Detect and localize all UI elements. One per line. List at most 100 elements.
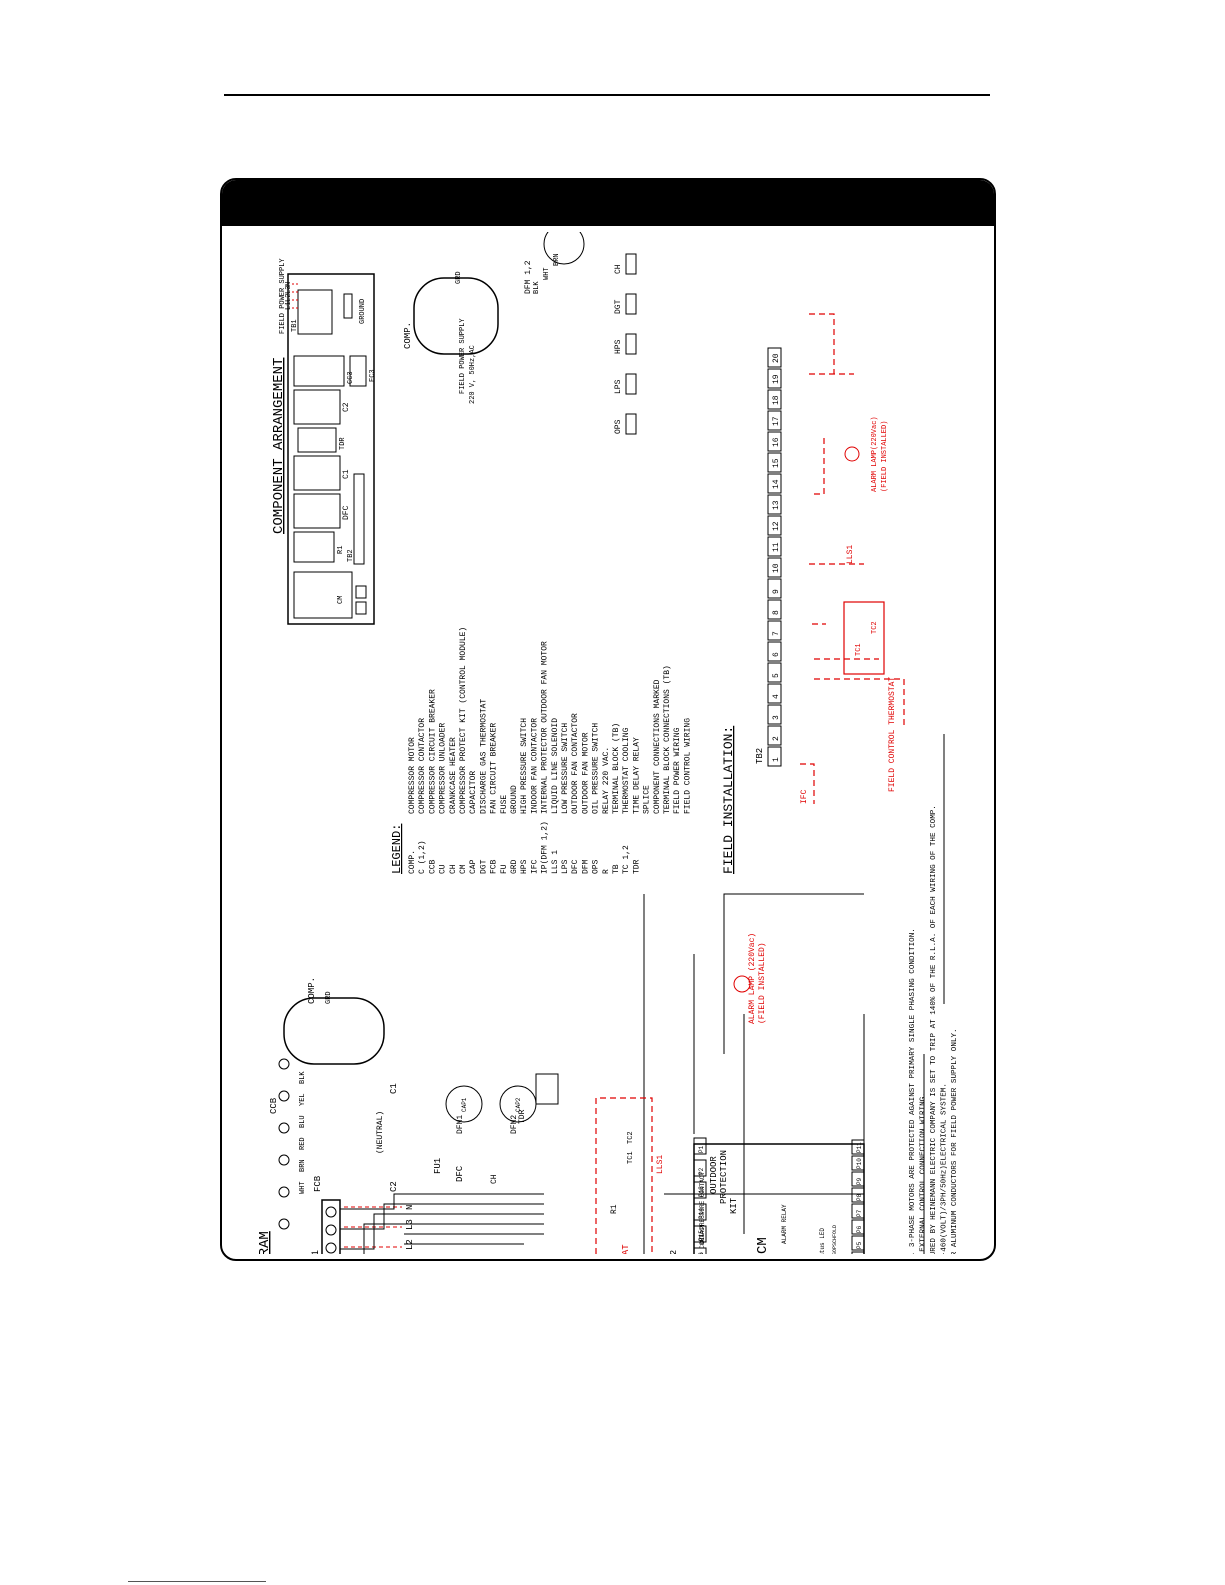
legend-desc: OUTDOOR FAN CONTACTOR bbox=[571, 713, 580, 814]
legend-code: FU bbox=[500, 864, 509, 874]
fi-terminal-num: 5 bbox=[772, 673, 781, 678]
sch-wire-color: WHT bbox=[299, 1181, 307, 1194]
sch-cm-led-item: CHF bbox=[832, 1234, 838, 1243]
sch-thermostat-label: FIELD CONTROL THERMOSTAT bbox=[621, 1244, 631, 1254]
fi-terminal bbox=[767, 599, 782, 620]
ca-c1-label: C1 bbox=[342, 469, 351, 479]
ca-symbol-label: CH bbox=[614, 264, 623, 274]
sch-dfm1-label: DFM1 bbox=[456, 1115, 465, 1134]
ca-field-power-supply: FIELD POWER SUPPLY bbox=[279, 258, 287, 334]
ca-cm-label: CM bbox=[337, 596, 345, 604]
sch-tc2-label: TC2 bbox=[627, 1131, 635, 1144]
fi-terminal bbox=[767, 557, 782, 578]
fi-terminal bbox=[767, 578, 782, 599]
fi-terminal bbox=[767, 494, 782, 515]
sch-supply-term: N bbox=[405, 1205, 415, 1210]
fi-terminal bbox=[767, 389, 782, 410]
legend-code: LLS 1 bbox=[551, 850, 560, 874]
ca-tb2-strip bbox=[353, 473, 365, 565]
legend-desc: INTERNAL PROTECTOR OUTDOOR FAN MOTOR bbox=[541, 641, 550, 814]
field-installation: FIELD INSTALLATION: TB2 1234567891011121… bbox=[721, 313, 905, 874]
legend-code: CH bbox=[449, 864, 458, 874]
note-item: 5. USE COPPER, COPPER - CLAD ALUMINUM OR… bbox=[951, 1028, 959, 1254]
fi-terminal-num: 11 bbox=[772, 542, 781, 552]
legend-desc: HIGH PRESSURE SWITCH bbox=[520, 718, 529, 814]
fi-terminal-num: 7 bbox=[772, 631, 781, 636]
fi-terminal-num: 16 bbox=[772, 437, 781, 447]
sch-cm-pin bbox=[851, 1155, 865, 1171]
fi-alarm-label: ALARM LAMP(220Vac) bbox=[871, 416, 879, 492]
ca-dfm bbox=[543, 232, 585, 265]
legend-code: HPS bbox=[520, 859, 529, 874]
sch-supply-term: L3 bbox=[405, 1219, 415, 1230]
fi-tc2-label: TC2 bbox=[871, 621, 879, 634]
legend-code: DGT bbox=[479, 859, 488, 874]
legend-desc: COMPRESSOR UNLOADER bbox=[439, 723, 448, 814]
sch-cm-line2: PROTECTION bbox=[719, 1150, 729, 1204]
ca-supply-term: N bbox=[285, 282, 293, 286]
sch-cm-pin-label: P1 bbox=[698, 1145, 705, 1153]
ca-cc3-label: CC3 bbox=[347, 371, 355, 384]
fi-terminal bbox=[767, 431, 782, 452]
sch-tb1-screw bbox=[325, 1242, 337, 1254]
fi-terminal-num: 20 bbox=[772, 353, 781, 363]
legend-code: GRD bbox=[510, 859, 519, 874]
fi-terminal bbox=[767, 452, 782, 473]
sch-cm-pin bbox=[851, 1235, 865, 1251]
fi-terminal bbox=[767, 683, 782, 704]
sch-tc1-label: TC1 bbox=[627, 1151, 635, 1164]
sch-cm-pin-label: P6 bbox=[856, 1225, 863, 1233]
sch-alarm-lamp bbox=[733, 975, 751, 993]
sch-cm-pin bbox=[851, 1139, 865, 1155]
legend-desc: FIELD POWER WIRING bbox=[673, 727, 682, 814]
ca-supply-term: L2 bbox=[285, 294, 293, 302]
legend-code: CCB bbox=[428, 859, 437, 874]
legend-code: OPS bbox=[592, 859, 601, 874]
legend-desc: THERMOSTAT COOLING bbox=[622, 727, 631, 814]
legend-desc: COMPRESSOR CONTACTOR bbox=[418, 718, 427, 814]
fi-terminal bbox=[767, 536, 782, 557]
ca-comp-label: COMP. bbox=[403, 322, 413, 349]
ca-panel bbox=[287, 273, 375, 625]
legend-desc: FAN CIRCUIT BREAKER bbox=[490, 723, 499, 814]
sch-comp-label: COMP. bbox=[307, 977, 317, 1004]
sch-dfc-label: DFC bbox=[455, 1165, 465, 1182]
ca-tb1 bbox=[297, 289, 333, 335]
legend-desc: DISCHARGE GAS THERMOSTAT bbox=[479, 699, 488, 814]
fi-terminal bbox=[767, 347, 782, 368]
ca-symbol-label: OPS bbox=[614, 419, 623, 434]
ca-fu bbox=[355, 601, 367, 615]
note-item: 3. COMP. CIRCUIT BREAKER (CCB) MANUFACTU… bbox=[930, 805, 938, 1254]
ca-tdr-label: TDR bbox=[339, 437, 347, 450]
ca-tdr bbox=[297, 427, 337, 453]
sch-ccb-pole bbox=[278, 1186, 290, 1198]
ca-comp bbox=[413, 277, 499, 355]
ca-fc3-label: FC3 bbox=[369, 369, 377, 382]
legend-code: LPS bbox=[561, 859, 570, 874]
sch-tb1-screw bbox=[325, 1224, 337, 1236]
sch-c1-label: C1 bbox=[389, 1083, 399, 1094]
legend-desc: FIELD CONTROL WIRING bbox=[683, 718, 692, 814]
frame-header bbox=[222, 180, 994, 226]
ca-grd-label: GRD bbox=[455, 271, 463, 284]
sch-cm-pin bbox=[851, 1219, 865, 1235]
sch-ch-label: CH bbox=[490, 1174, 499, 1184]
legend-desc: COMPONENT CONNECTIONS MARKED bbox=[653, 679, 662, 814]
sch-cm-led-item: OLD bbox=[832, 1225, 838, 1234]
sch-cm-pin-label: P16 bbox=[698, 1252, 705, 1254]
sch-supply-term: L2 bbox=[405, 1239, 415, 1250]
schematic-diagram: SCHEMATIC DIAGRAM FIELD POWER SUPPLY, 38… bbox=[257, 734, 945, 1254]
fi-terminal bbox=[767, 620, 782, 641]
sch-cm-pin-label: P14 bbox=[698, 1208, 705, 1219]
legend-desc: INDOOR FAN CONTACTOR bbox=[530, 718, 539, 814]
sch-cm-pin bbox=[851, 1203, 865, 1219]
fi-alarm-lamp bbox=[844, 446, 860, 462]
legend-desc: COMPRESSOR CIRCUIT BREAKER bbox=[428, 689, 437, 814]
ca-ground-label: GROUND bbox=[359, 299, 367, 324]
ca-symbol-label: HPS bbox=[614, 339, 623, 354]
fi-terminal bbox=[767, 368, 782, 389]
legend-code: TB bbox=[612, 864, 621, 874]
fi-terminal-num: 1 bbox=[772, 757, 781, 762]
sch-cm-pin-label: P9 bbox=[856, 1177, 863, 1185]
fi-thermostat bbox=[843, 601, 885, 675]
